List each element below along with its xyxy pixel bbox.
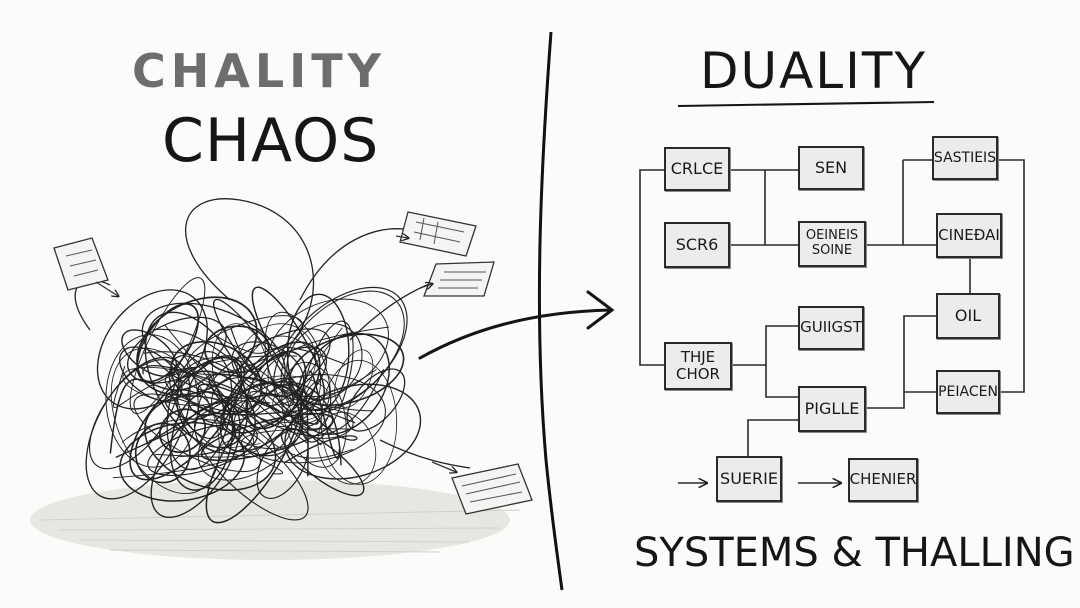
divider-line (537, 31, 564, 591)
scribble-stroke (164, 358, 384, 437)
flow-box-guiigst: GUIIGST (798, 306, 864, 350)
scribble-stroke (300, 387, 317, 477)
paper-note-2 (395, 211, 477, 257)
scribble-stroke (214, 335, 346, 365)
scribble-loop (204, 325, 270, 374)
duality-title: DUALITY (700, 42, 927, 100)
paper-note-4 (431, 461, 533, 515)
scribble-stroke (112, 418, 255, 479)
flow-box-crlce: CRLCE (664, 147, 730, 191)
scribble-loop (334, 349, 374, 408)
scribble-stroke (283, 384, 358, 464)
scribble-loop (164, 389, 212, 420)
scribble-stroke (241, 428, 354, 475)
scribble-stroke (260, 326, 390, 431)
tangle-scribble (85, 277, 422, 524)
transition-arrow (418, 290, 615, 360)
systems-footer-caption: SYSTEMS & THALLING (634, 530, 1075, 576)
chaos-title: CHAOS (162, 106, 380, 176)
scribble-stroke (142, 365, 280, 413)
scribble-loop (96, 289, 208, 410)
scribble-stroke (152, 328, 356, 424)
flow-box-sen: SEN (798, 146, 864, 190)
scribble-stroke (308, 370, 341, 459)
paper-note-1 (53, 237, 118, 296)
scribble-stroke (164, 324, 353, 459)
paper-note-3 (419, 261, 495, 297)
scribble-loop (211, 323, 269, 416)
flow-connectors (639, 159, 1025, 483)
scribble-loop (273, 286, 408, 416)
flow-box-oeineis-soine: OEINEIS SOINE (798, 221, 866, 267)
scribble-stroke (195, 328, 294, 419)
scribble-loop (266, 298, 389, 398)
flow-box-cinedai: CINEÐAI (936, 213, 1002, 258)
scribble-stroke (220, 369, 377, 449)
scribble-loop (136, 296, 258, 396)
scribble-loop (205, 382, 302, 524)
flow-box-suerie: SUERIE (716, 456, 782, 502)
scribble-stroke (115, 409, 301, 458)
scribble-stroke (155, 327, 343, 458)
flow-box-oil: OIL (936, 293, 1000, 339)
scribble-loop (213, 298, 294, 407)
scribble-stroke (148, 381, 342, 466)
scribble-loop (122, 366, 221, 406)
scribble-stroke (109, 374, 210, 454)
duality-underline (677, 101, 935, 107)
flow-box-peiacen: PEIACEN (936, 370, 1000, 414)
chality-title: CHALITY (132, 44, 386, 98)
flow-box-sastieis: SASTIEIS (932, 136, 998, 180)
flow-box-chenier: CHENIER (848, 458, 918, 502)
scribble-stroke (112, 355, 298, 408)
flow-box-piglle: PIGLLE (798, 386, 866, 432)
scribble-loop (296, 332, 391, 435)
ground-shadow (30, 480, 521, 560)
flow-box-thje-chor: THJE CHOR (664, 342, 732, 390)
flow-box-scr6: SCR6 (664, 222, 730, 268)
scribble-stroke (143, 351, 322, 446)
scribble-stroke (164, 366, 252, 412)
